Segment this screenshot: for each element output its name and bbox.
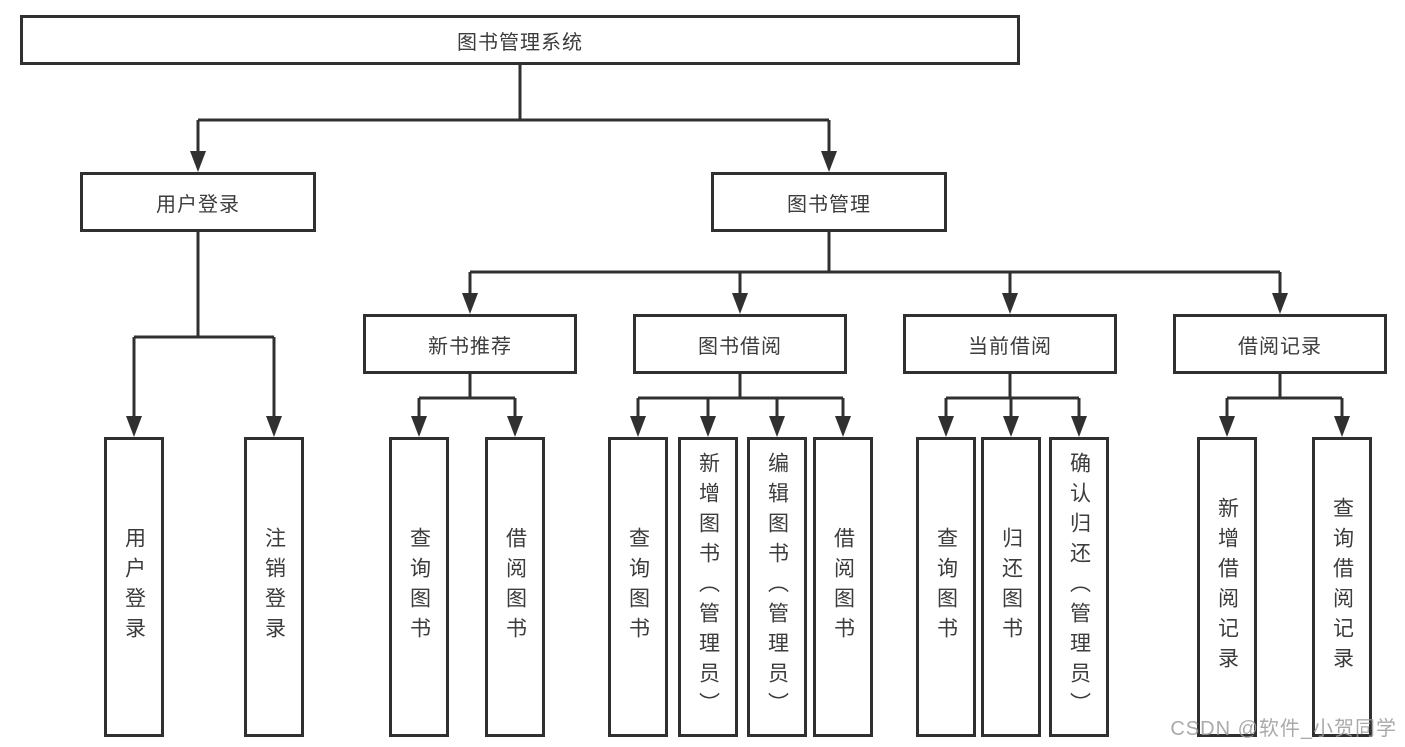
- leaf-label: 新增借阅记录: [1215, 497, 1239, 677]
- leaf-label: 归还图书: [999, 527, 1023, 647]
- leaf-confirm-return-admin: 确认归还（管理员）: [1049, 437, 1109, 737]
- node-label: 图书管理: [787, 193, 871, 216]
- leaf-label: 新增图书（管理员）: [696, 452, 720, 722]
- leaf-label: 用户登录: [122, 527, 146, 647]
- node-label: 当前借阅: [968, 335, 1052, 358]
- node-label: 借阅记录: [1238, 335, 1322, 358]
- node-label: 图书借阅: [698, 335, 782, 358]
- leaf-borrow-books-2: 借阅图书: [813, 437, 873, 737]
- leaf-label: 编辑图书（管理员）: [765, 452, 789, 722]
- node-library-management-system: 图书管理系统: [20, 15, 1020, 65]
- leaf-label: 查询图书: [407, 527, 431, 647]
- leaf-user-login: 用户登录: [104, 437, 164, 737]
- leaf-label: 借阅图书: [831, 527, 855, 647]
- node-label: 图书管理系统: [457, 31, 583, 54]
- leaf-query-books-1: 查询图书: [389, 437, 449, 737]
- leaf-label: 查询图书: [934, 527, 958, 647]
- leaf-label: 查询借阅记录: [1330, 497, 1354, 677]
- node-book-borrow: 图书借阅: [633, 314, 847, 374]
- leaf-add-book-admin: 新增图书（管理员）: [678, 437, 738, 737]
- leaf-borrow-books-1: 借阅图书: [485, 437, 545, 737]
- leaf-query-books-2: 查询图书: [608, 437, 668, 737]
- node-borrow-records: 借阅记录: [1173, 314, 1387, 374]
- node-label: 用户登录: [156, 193, 240, 216]
- node-label: 新书推荐: [428, 335, 512, 358]
- leaf-add-borrow-record: 新增借阅记录: [1197, 437, 1257, 737]
- csdn-watermark: CSDN @软件_小贺同学: [1170, 718, 1397, 740]
- leaf-return-book: 归还图书: [981, 437, 1041, 737]
- leaf-edit-book-admin: 编辑图书（管理员）: [747, 437, 807, 737]
- leaf-logout: 注销登录: [244, 437, 304, 737]
- node-book-management: 图书管理: [711, 172, 947, 232]
- node-current-borrow: 当前借阅: [903, 314, 1117, 374]
- node-user-login: 用户登录: [80, 172, 316, 232]
- node-new-book-recommend: 新书推荐: [363, 314, 577, 374]
- leaf-label: 确认归还（管理员）: [1067, 452, 1091, 722]
- leaf-query-books-3: 查询图书: [916, 437, 976, 737]
- leaf-query-borrow-record: 查询借阅记录: [1312, 437, 1372, 737]
- leaf-label: 借阅图书: [503, 527, 527, 647]
- leaf-label: 查询图书: [626, 527, 650, 647]
- leaf-label: 注销登录: [262, 527, 286, 647]
